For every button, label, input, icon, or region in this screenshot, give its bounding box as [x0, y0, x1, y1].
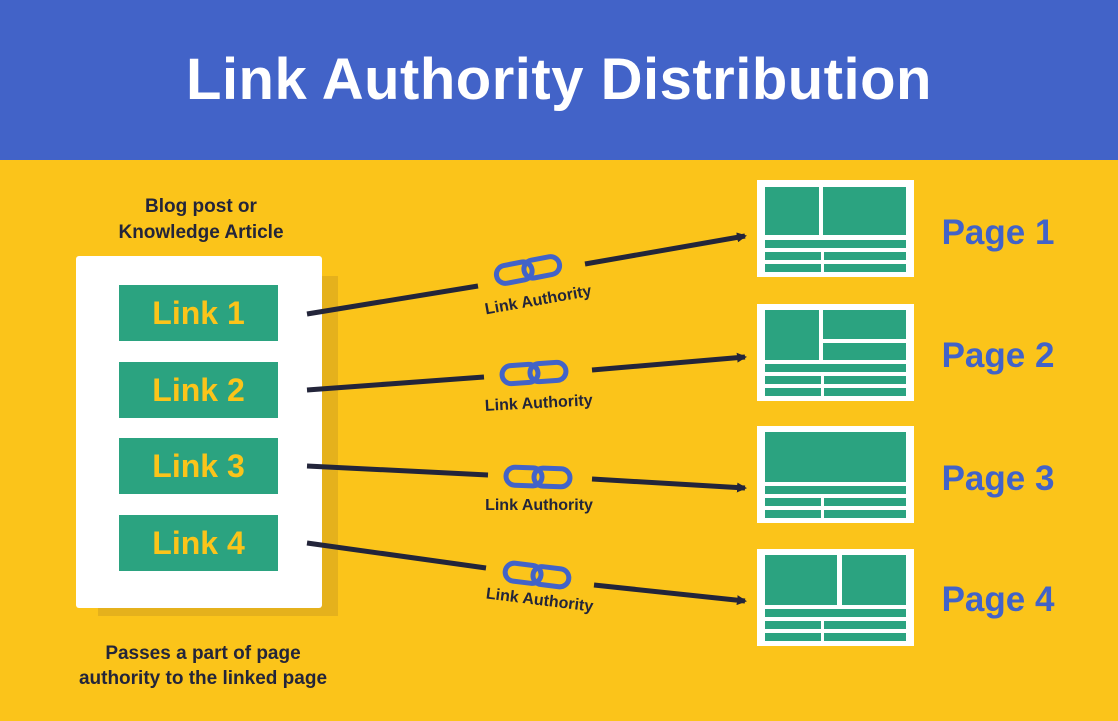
link-3-button[interactable]: Link 3 [119, 438, 278, 494]
connection-4-label: Link Authority [485, 586, 594, 616]
link-4-button[interactable]: Link 4 [119, 515, 278, 571]
connection-2-arrow [591, 352, 747, 373]
page-4-layout-icon [757, 549, 914, 646]
page-3-label[interactable]: Page 3 [941, 459, 1055, 498]
link-2-button[interactable]: Link 2 [119, 362, 278, 418]
page-1-label[interactable]: Page 1 [941, 213, 1055, 252]
connection-1-line-left [306, 283, 479, 317]
page-4-label[interactable]: Page 4 [941, 580, 1055, 619]
bottom-caption-line2: authority to the linked page [78, 668, 328, 689]
page-4-thumbnail[interactable] [757, 549, 914, 646]
source-caption-line2: Knowledge Article [118, 222, 284, 243]
page-3-thumbnail[interactable] [757, 426, 914, 523]
connection-1: Link Authority [306, 232, 747, 318]
connection-4: Link Authority [306, 540, 747, 616]
chain-link-icon [506, 467, 571, 487]
connection-4-arrow [593, 582, 747, 606]
chain-link-icon [504, 562, 570, 588]
source-caption: Blog post or Knowledge Article [76, 194, 326, 246]
connection-3-label: Link Authority [485, 497, 593, 514]
connection-4-line-left [306, 540, 487, 571]
page-1-layout-icon [757, 180, 914, 277]
chain-link-icon [501, 362, 566, 384]
connection-3: Link Authority [306, 463, 747, 514]
diagram-title: Link Authority Distribution [186, 47, 932, 112]
connection-3-line-left [306, 463, 489, 478]
source-caption-line1: Blog post or [145, 196, 257, 217]
connection-2: Link Authority [306, 352, 747, 415]
connection-1-label: Link Authority [484, 283, 593, 318]
page-2-label[interactable]: Page 2 [941, 336, 1055, 375]
connection-1-arrow [584, 232, 747, 267]
page-3-layout-icon [757, 426, 914, 523]
page-2-layout-icon [757, 304, 914, 401]
connection-2-label: Link Authority [484, 392, 593, 415]
link-1-button[interactable]: Link 1 [119, 285, 278, 341]
connection-3-arrow [591, 476, 747, 493]
connection-2-line-left [306, 374, 485, 393]
header-banner: Link Authority Distribution [0, 0, 1118, 160]
page-1-thumbnail[interactable] [757, 180, 914, 277]
bottom-caption: Passes a part of page authority to the l… [40, 641, 366, 691]
bottom-caption-line1: Passes a part of page [105, 643, 301, 664]
chain-link-icon [495, 255, 561, 285]
page-2-thumbnail[interactable] [757, 304, 914, 401]
